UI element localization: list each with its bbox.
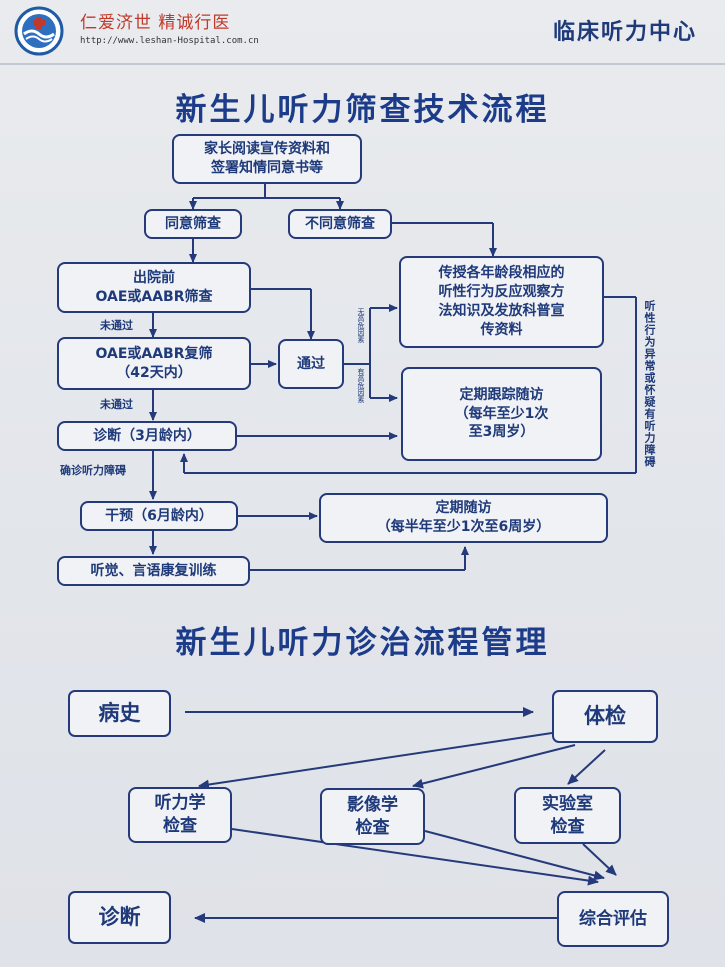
diagnosis-flow-title: 新生儿听力诊治流程管理 bbox=[175, 625, 550, 661]
final-diagnosis-box: 诊断 bbox=[68, 891, 171, 944]
rehab-training-box: 听觉、言语康复训练 bbox=[57, 556, 250, 586]
no-risk-factor-label: 无高危因素 bbox=[357, 308, 365, 343]
periodic-tracking-box: 定期跟踪随访 （每年至少1次 至3周岁） bbox=[401, 367, 602, 461]
periodic-followup-box: 定期随访 （每半年至少1次至6周岁） bbox=[319, 493, 608, 543]
imaging-exam-box: 影像学 检查 bbox=[320, 788, 425, 845]
abnormal-hearing-behavior-label: 听性行为异常或怀疑有听力障碍 bbox=[643, 300, 656, 468]
screening-flow-title: 新生儿听力筛查技术流程 bbox=[175, 92, 550, 128]
intervention-6-months-box: 干预（6月龄内） bbox=[80, 501, 238, 531]
disagree-screening-box: 不同意筛查 bbox=[288, 209, 392, 239]
hospital-slogan: 仁爱济世 精诚行医 bbox=[80, 13, 231, 33]
audiology-exam-box: 听力学 检查 bbox=[128, 787, 232, 843]
header-divider bbox=[0, 63, 725, 65]
hospital-logo bbox=[14, 6, 64, 56]
rescreen-box: OAE或AABR复筛 （42天内） bbox=[57, 337, 251, 390]
agree-screening-box: 同意筛查 bbox=[144, 209, 242, 239]
not-passed-label-1: 未通过 bbox=[100, 319, 133, 332]
education-materials-box: 传授各年龄段相应的 听性行为反应观察方 法知识及发放科普宣 传资料 bbox=[399, 256, 604, 348]
screening-flow-connectors bbox=[149, 183, 637, 571]
diagnosis-3-months-box: 诊断（3月龄内） bbox=[57, 421, 237, 451]
passed-box: 通过 bbox=[278, 339, 344, 389]
lab-exam-box: 实验室 检查 bbox=[514, 787, 621, 844]
comprehensive-evaluation-box: 综合评估 bbox=[557, 891, 669, 947]
confirmed-hearing-loss-label: 确诊听力障碍 bbox=[60, 464, 126, 477]
not-passed-label-2: 未通过 bbox=[100, 398, 133, 411]
medical-history-box: 病史 bbox=[68, 690, 171, 737]
before-discharge-screening-box: 出院前 OAE或AABR筛查 bbox=[57, 262, 251, 313]
read-materials-box: 家长阅读宣传资料和 签署知情同意书等 bbox=[172, 134, 362, 184]
department-name: 临床听力中心 bbox=[552, 20, 697, 45]
has-risk-factor-label: 有高危因素 bbox=[357, 368, 365, 403]
physical-exam-box: 体检 bbox=[552, 690, 658, 743]
hospital-url: http://www.leshan-Hospital.com.cn bbox=[80, 36, 259, 46]
